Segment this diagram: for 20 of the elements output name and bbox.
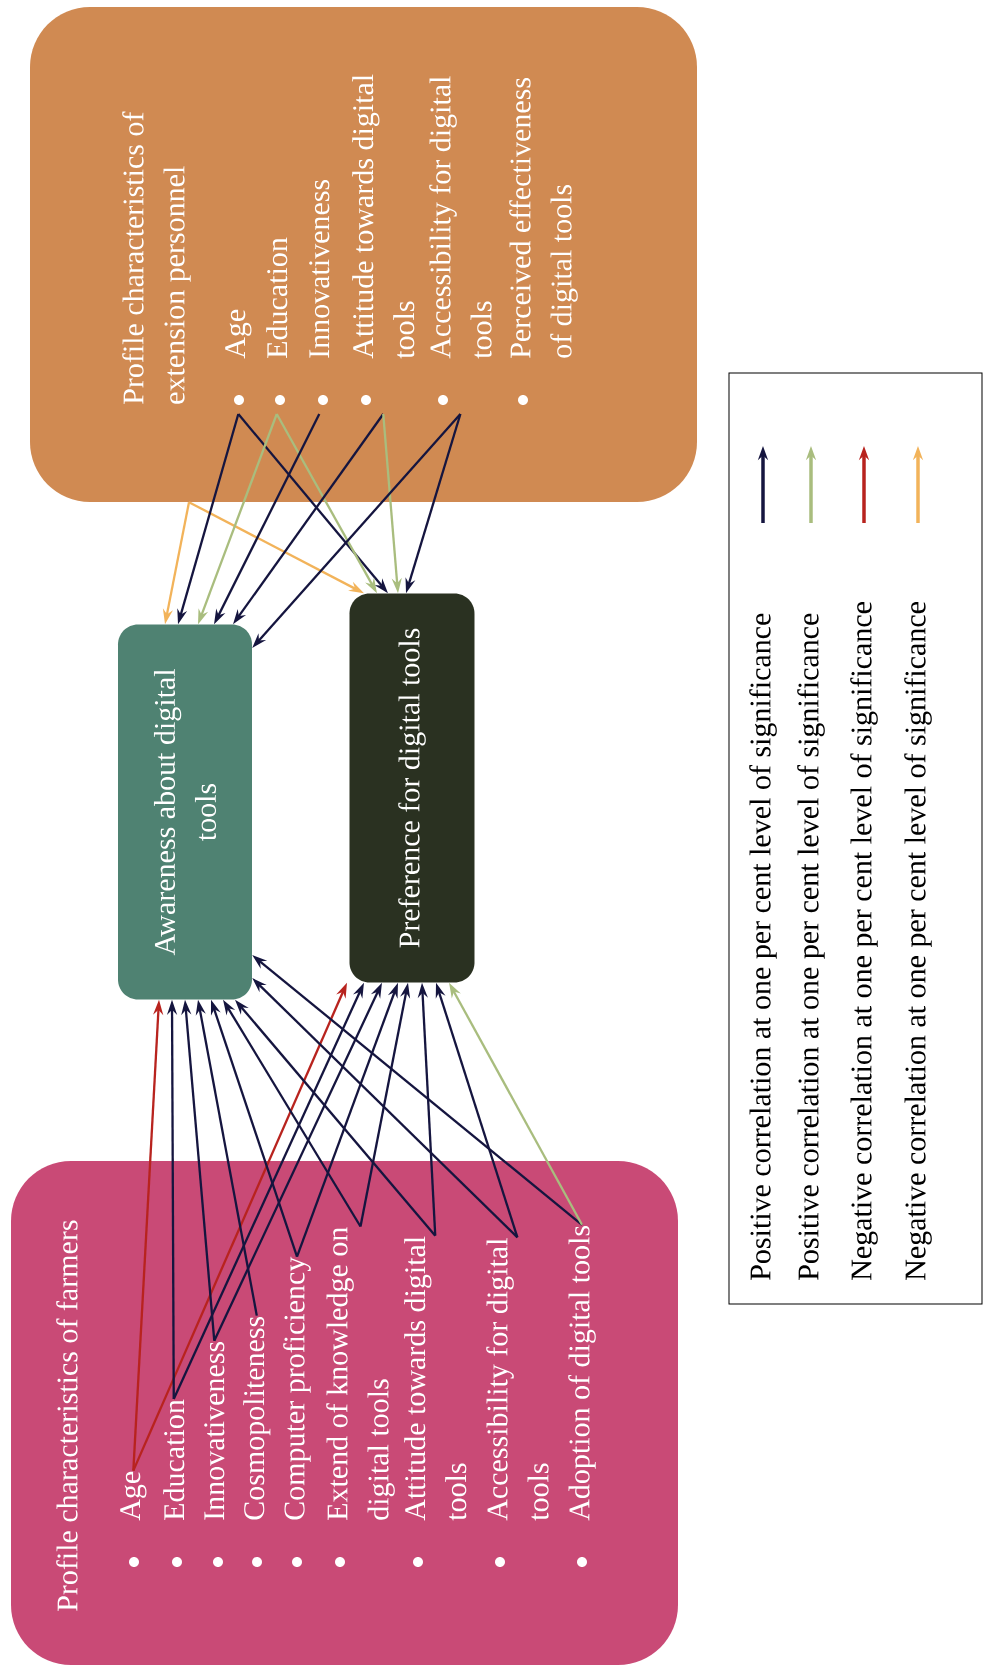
factor-label: Innovativeness [309, 179, 330, 358]
factor-label: Accessibility for digital tools [429, 76, 492, 359]
legend-label: Positive correlation at one per cent level of significance [797, 613, 825, 1280]
factor-label: Accessibility for digital tools [486, 1238, 549, 1521]
factor-label: Adoption of digital tools [568, 1226, 596, 1521]
factor-label: Age [225, 309, 252, 359]
outcome-card: Preference for digital tools [349, 593, 475, 983]
legend-label: Negative correlation at one per cent level of significance [904, 602, 932, 1280]
legend-label: Positive correlation at one per cent level of significance [749, 613, 777, 1280]
factor-label: Cosmopoliteness [243, 1316, 271, 1520]
factor-label: Extend of knowledge on digital tools [326, 1227, 395, 1520]
outcome-card: Awareness about digital tools [118, 624, 252, 1000]
factor-label: Age [120, 1471, 147, 1521]
factor-label: Computer proficiency [283, 1256, 311, 1520]
factor-label: Innovativeness [204, 1341, 225, 1520]
factor-label: Education [266, 237, 288, 358]
factor-label: Attitude towards digital tools [352, 74, 415, 359]
factor-label: Education [163, 1399, 185, 1520]
legend-label: Negative correlation at one per cent level of significance [850, 602, 878, 1280]
factor-label: Attitude towards digital tools [404, 1236, 467, 1521]
